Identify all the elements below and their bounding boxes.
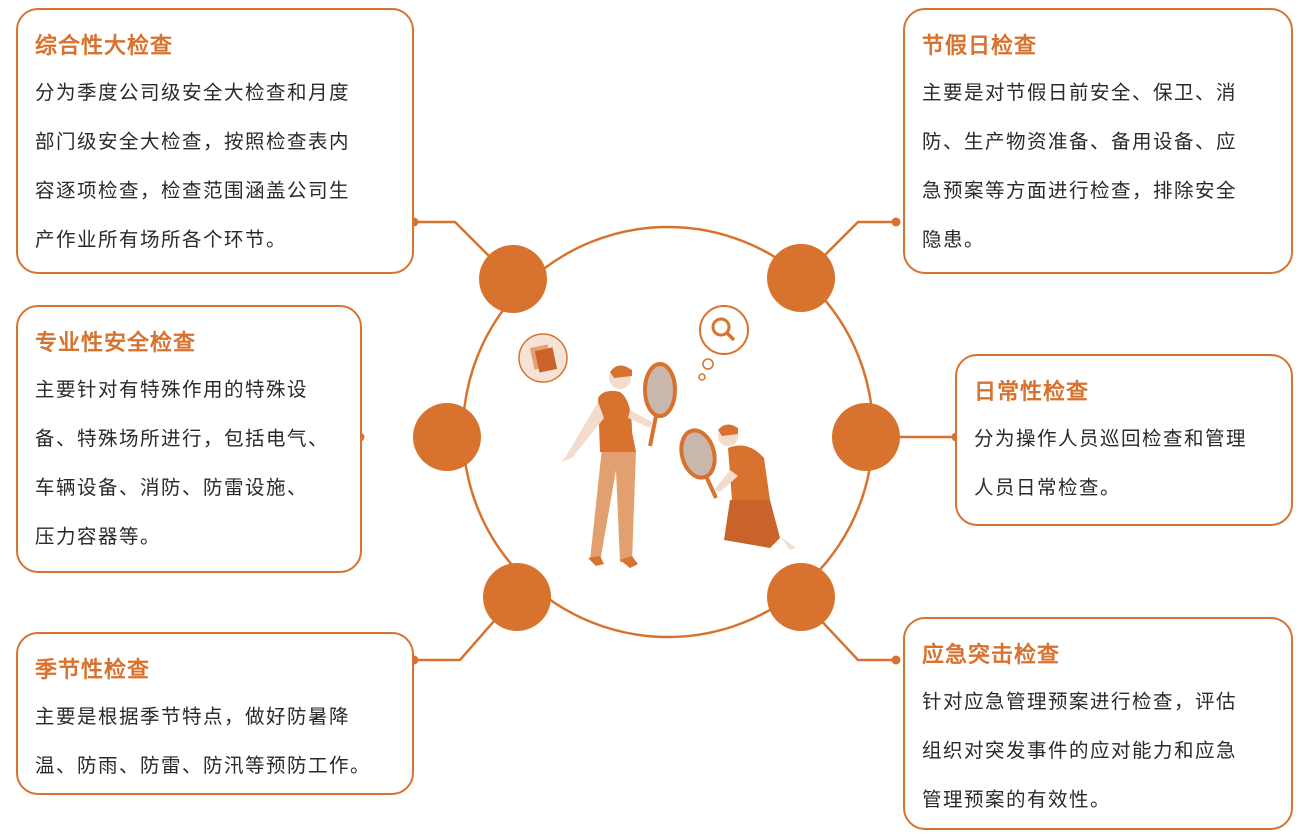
card-line: 针对应急管理预案进行检查，评估	[922, 690, 1238, 713]
card-line: 隐患。	[922, 228, 986, 251]
card-line: 压力容器等。	[35, 525, 162, 548]
card-line: 产作业所有场所各个环节。	[35, 228, 288, 251]
card-line: 组织对突发事件的应对能力和应急	[922, 739, 1238, 762]
card-title: 季节性检查	[35, 658, 151, 683]
card-body: 主要是对节假日前安全、保卫、消 防、生产物资准备、备用设备、应 急预案等方面进行…	[922, 68, 1291, 264]
node-circle-comprehensive	[479, 245, 547, 313]
joint-dot	[891, 217, 901, 227]
card-body: 主要是根据季节特点，做好防暑降 温、防雨、防雷、防汛等预防工作。	[35, 692, 412, 790]
card-title: 综合性大检查	[35, 34, 174, 59]
card-title: 专业性安全检查	[35, 331, 197, 356]
card-line: 主要针对有特殊作用的特殊设	[35, 378, 309, 401]
card-professional-inspection: 专业性安全检查 主要针对有特殊作用的特殊设 备、特殊场所进行，包括电气、 车辆设…	[16, 305, 362, 573]
card-body: 分为季度公司级安全大检查和月度 部门级安全大检查，按照检查表内 容逐项检查，检查…	[35, 68, 412, 264]
card-line: 防、生产物资准备、备用设备、应	[922, 130, 1238, 153]
joint-dot	[891, 655, 901, 665]
card-holiday-inspection: 节假日检查 主要是对节假日前安全、保卫、消 防、生产物资准备、备用设备、应 急预…	[903, 8, 1293, 274]
node-circle-daily	[832, 403, 900, 471]
magnifier-bubble-icon	[698, 305, 749, 381]
card-title: 应急突击检查	[922, 643, 1061, 668]
card-line: 主要是对节假日前安全、保卫、消	[922, 81, 1238, 104]
card-emergency-inspection: 应急突击检查 针对应急管理预案进行检查，评估 组织对突发事件的应对能力和应急 管…	[903, 617, 1293, 830]
card-line: 车辆设备、消防、防雷设施、	[35, 476, 309, 499]
node-circle-holiday	[767, 244, 835, 312]
document-icon	[518, 333, 568, 383]
card-line: 管理预案的有效性。	[922, 788, 1112, 811]
card-line: 温、防雨、防雷、防汛等预防工作。	[35, 754, 372, 777]
card-line: 急预案等方面进行检查，排除安全	[922, 179, 1238, 202]
node-circle-professional	[413, 403, 481, 471]
card-line: 分为操作人员巡回检查和管理	[974, 427, 1248, 450]
card-body: 主要针对有特殊作用的特殊设 备、特殊场所进行，包括电气、 车辆设备、消防、防雷设…	[35, 365, 360, 561]
card-line: 容逐项检查，检查范围涵盖公司生	[35, 179, 351, 202]
node-circle-seasonal	[483, 563, 551, 631]
card-body: 针对应急管理预案进行检查，评估 组织对突发事件的应对能力和应急 管理预案的有效性…	[922, 677, 1291, 824]
card-title: 日常性检查	[974, 380, 1090, 405]
card-line: 分为季度公司级安全大检查和月度	[35, 81, 351, 104]
card-daily-inspection: 日常性检查 分为操作人员巡回检查和管理 人员日常检查。	[955, 354, 1293, 526]
node-circle-emergency	[767, 563, 835, 631]
card-line: 主要是根据季节特点，做好防暑降	[35, 705, 351, 728]
card-body: 分为操作人员巡回检查和管理 人员日常检查。	[974, 414, 1291, 512]
card-seasonal-inspection: 季节性检查 主要是根据季节特点，做好防暑降 温、防雨、防雷、防汛等预防工作。	[16, 632, 414, 795]
card-line: 备、特殊场所进行，包括电气、	[35, 427, 330, 450]
card-line: 人员日常检查。	[974, 476, 1122, 499]
card-comprehensive-inspection: 综合性大检查 分为季度公司级安全大检查和月度 部门级安全大检查，按照检查表内 容…	[16, 8, 414, 274]
card-title: 节假日检查	[922, 34, 1038, 59]
card-line: 部门级安全大检查，按照检查表内	[35, 130, 351, 153]
inspector-figure-standing	[560, 362, 677, 568]
inspector-figure-kneeling	[679, 424, 796, 550]
